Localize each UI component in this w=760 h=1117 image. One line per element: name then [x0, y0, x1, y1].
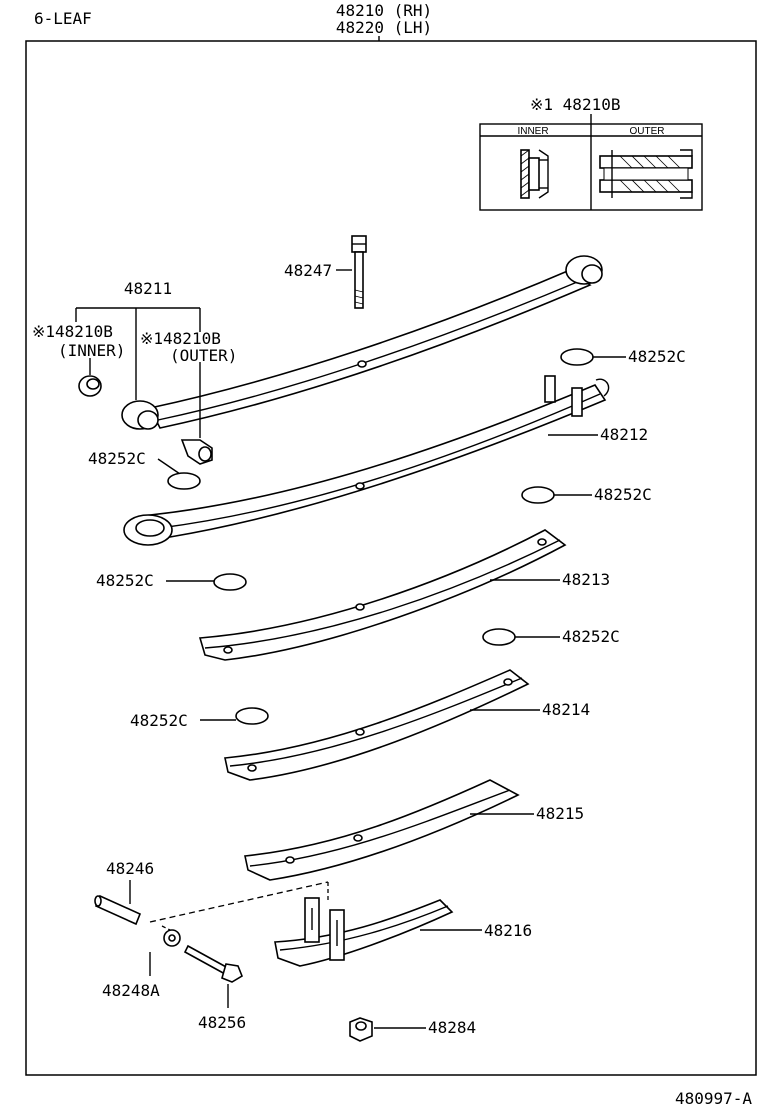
- label-48216: 48216: [484, 921, 532, 940]
- silencer-1: 48252C: [560, 347, 686, 366]
- inner-bushing-section: [520, 149, 549, 199]
- leaf-48214: 48214: [224, 669, 590, 781]
- label-48284: 48284: [428, 1018, 476, 1037]
- assembly-lh-label: 48220 (LH): [336, 18, 432, 37]
- label-48215: 48215: [536, 804, 584, 823]
- leaf-48212: 48212: [123, 375, 648, 546]
- bushing-inset: ※1 48210B INNER OUTER: [479, 95, 703, 211]
- leaf-48213: 48213: [198, 529, 610, 661]
- leaf-48215: 48215: [244, 779, 584, 881]
- silencer-6: 48252C: [130, 707, 269, 730]
- leaf-48216: 48216: [149, 881, 532, 967]
- silencer-3: 48252C: [521, 485, 652, 504]
- label-bush-inner-no: ※148210B: [32, 322, 113, 341]
- label-48211: 48211: [124, 279, 172, 298]
- label-48252c-1: 48252C: [628, 347, 686, 366]
- main-leaf-48211: [121, 255, 603, 430]
- label-48248a: 48248A: [102, 981, 160, 1000]
- inset-title: ※1 48210B: [530, 95, 620, 114]
- outer-bush-part: [180, 439, 213, 465]
- label-48213: 48213: [562, 570, 610, 589]
- figure-code: 480997-A: [675, 1089, 752, 1108]
- label-bush-outer-no: ※148210B: [140, 329, 221, 348]
- pin-48246: 48246: [94, 859, 154, 926]
- label-48247: 48247: [284, 261, 332, 280]
- inner-bush-part: [78, 375, 102, 397]
- label-48252c-4: 48252C: [96, 571, 154, 590]
- bolt-48256: 48256: [183, 944, 246, 1032]
- label-48252c-6: 48252C: [130, 711, 188, 730]
- silencer-4: 48252C: [96, 571, 247, 591]
- label-48252c-3: 48252C: [594, 485, 652, 504]
- outer-bushing-section: [599, 149, 693, 199]
- washer-48248a: 48248A: [102, 925, 181, 1000]
- label-48256: 48256: [198, 1013, 246, 1032]
- assembly-rh-label: 48210 (RH): [336, 1, 432, 20]
- label-bush-outer-tag: (OUTER): [170, 346, 237, 365]
- variant-label: 6-LEAF: [34, 9, 92, 28]
- silencer-2: 48252C: [88, 449, 201, 490]
- inset-col-inner: INNER: [517, 126, 548, 137]
- inset-col-outer: OUTER: [630, 126, 665, 137]
- silencer-5: 48252C: [482, 627, 620, 646]
- label-48214: 48214: [542, 700, 590, 719]
- center-bolt-48247: 48247: [284, 235, 367, 309]
- diagram-frame: [25, 40, 757, 1076]
- nut-48284: 48284: [349, 1017, 476, 1042]
- label-48252c-2: 48252C: [88, 449, 146, 468]
- leader-48211: [75, 307, 201, 438]
- label-48246: 48246: [106, 859, 154, 878]
- label-bush-inner-tag: (INNER): [58, 341, 125, 360]
- label-48212: 48212: [600, 425, 648, 444]
- label-48252c-5: 48252C: [562, 627, 620, 646]
